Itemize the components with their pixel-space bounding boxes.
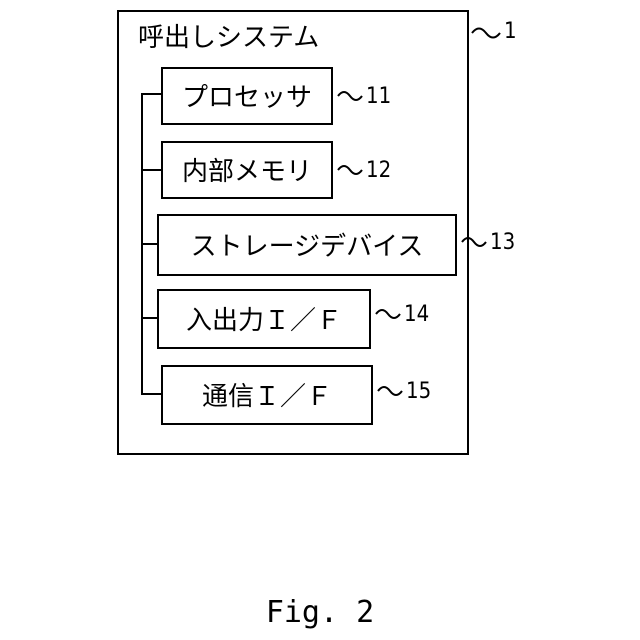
system-title: 呼出しシステム [138,23,319,53]
processor-label: プロセッサ [182,83,312,113]
system-ref: 1 [504,19,517,44]
io-interface-label: 入出力Ｉ／Ｆ [186,306,342,336]
storage-device-ref: 13 [490,230,515,255]
processor-ref: 11 [366,84,391,109]
comm-interface-label: 通信Ｉ／Ｆ [202,382,332,412]
storage-device-label: ストレージデバイス [191,232,424,262]
comm-interface-ref: 15 [406,379,431,404]
figure-caption: Fig. 2 [266,595,374,630]
internal-memory-label: 内部メモリ [182,157,312,187]
io-interface-ref: 14 [404,302,429,327]
internal-memory-ref: 12 [366,158,391,183]
system-ref-leader [472,29,500,38]
